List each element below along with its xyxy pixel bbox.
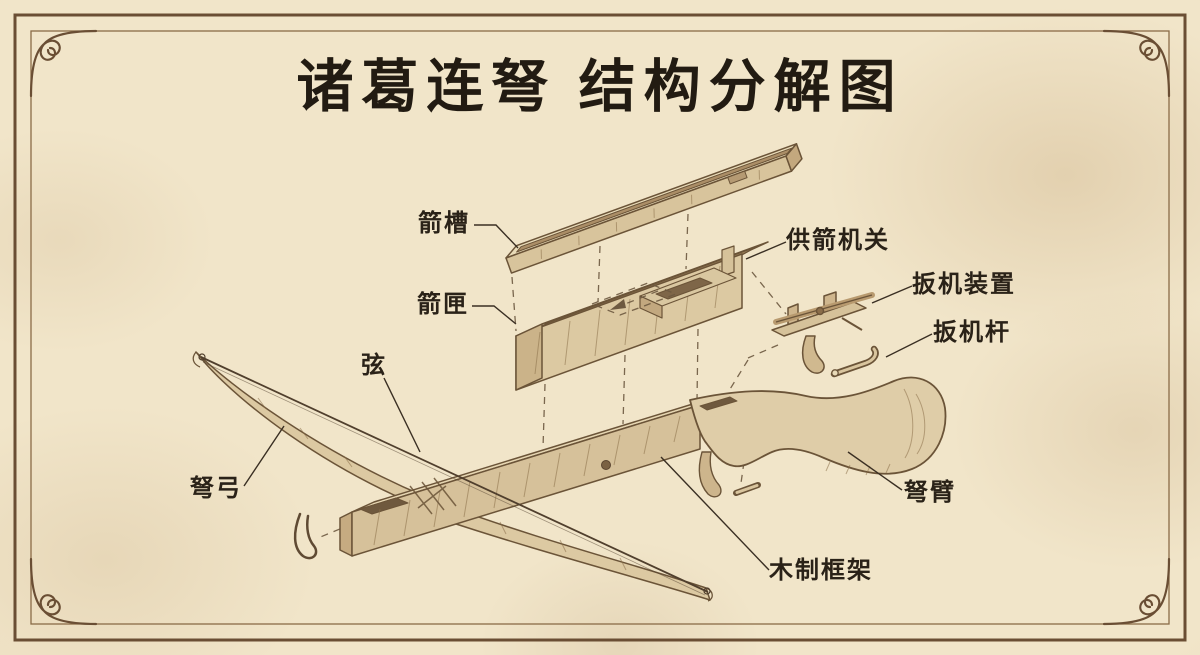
- magazine-part: [515, 241, 769, 391]
- wooden-frame-part: [339, 394, 723, 557]
- label-bow: 弩弓: [190, 474, 242, 502]
- decorative-border: [13, 13, 1187, 642]
- label-feed-mechanism: 供箭机关: [785, 226, 890, 254]
- label-magazine: 箭匣: [417, 290, 469, 318]
- stock-part: [689, 376, 947, 498]
- label-leader-lines: [243, 224, 933, 571]
- trigger-lever-part: [830, 345, 879, 378]
- label-trigger-lever: 扳机杆: [933, 319, 1011, 346]
- label-trigger-device: 扳机装置: [912, 271, 1016, 298]
- feed-mechanism-part: [639, 245, 737, 319]
- bow-lashing: [409, 477, 457, 515]
- hook-part: [293, 512, 318, 560]
- dowel-pin: [733, 482, 761, 496]
- arrow-groove-part: [505, 143, 803, 274]
- label-bowstring: 弦: [361, 352, 387, 379]
- label-wooden-frame: 木制框架: [768, 557, 873, 584]
- page-title: 诸葛连弩 结构分解图: [296, 56, 903, 119]
- trigger-device-part: [771, 291, 875, 374]
- label-arrow-groove: 箭槽: [418, 209, 470, 237]
- corner-ornament-icon: [29, 29, 98, 98]
- label-stock: 弩臂: [904, 478, 956, 506]
- hidden-feed-path: [591, 282, 677, 316]
- bowstring-part: [198, 353, 711, 596]
